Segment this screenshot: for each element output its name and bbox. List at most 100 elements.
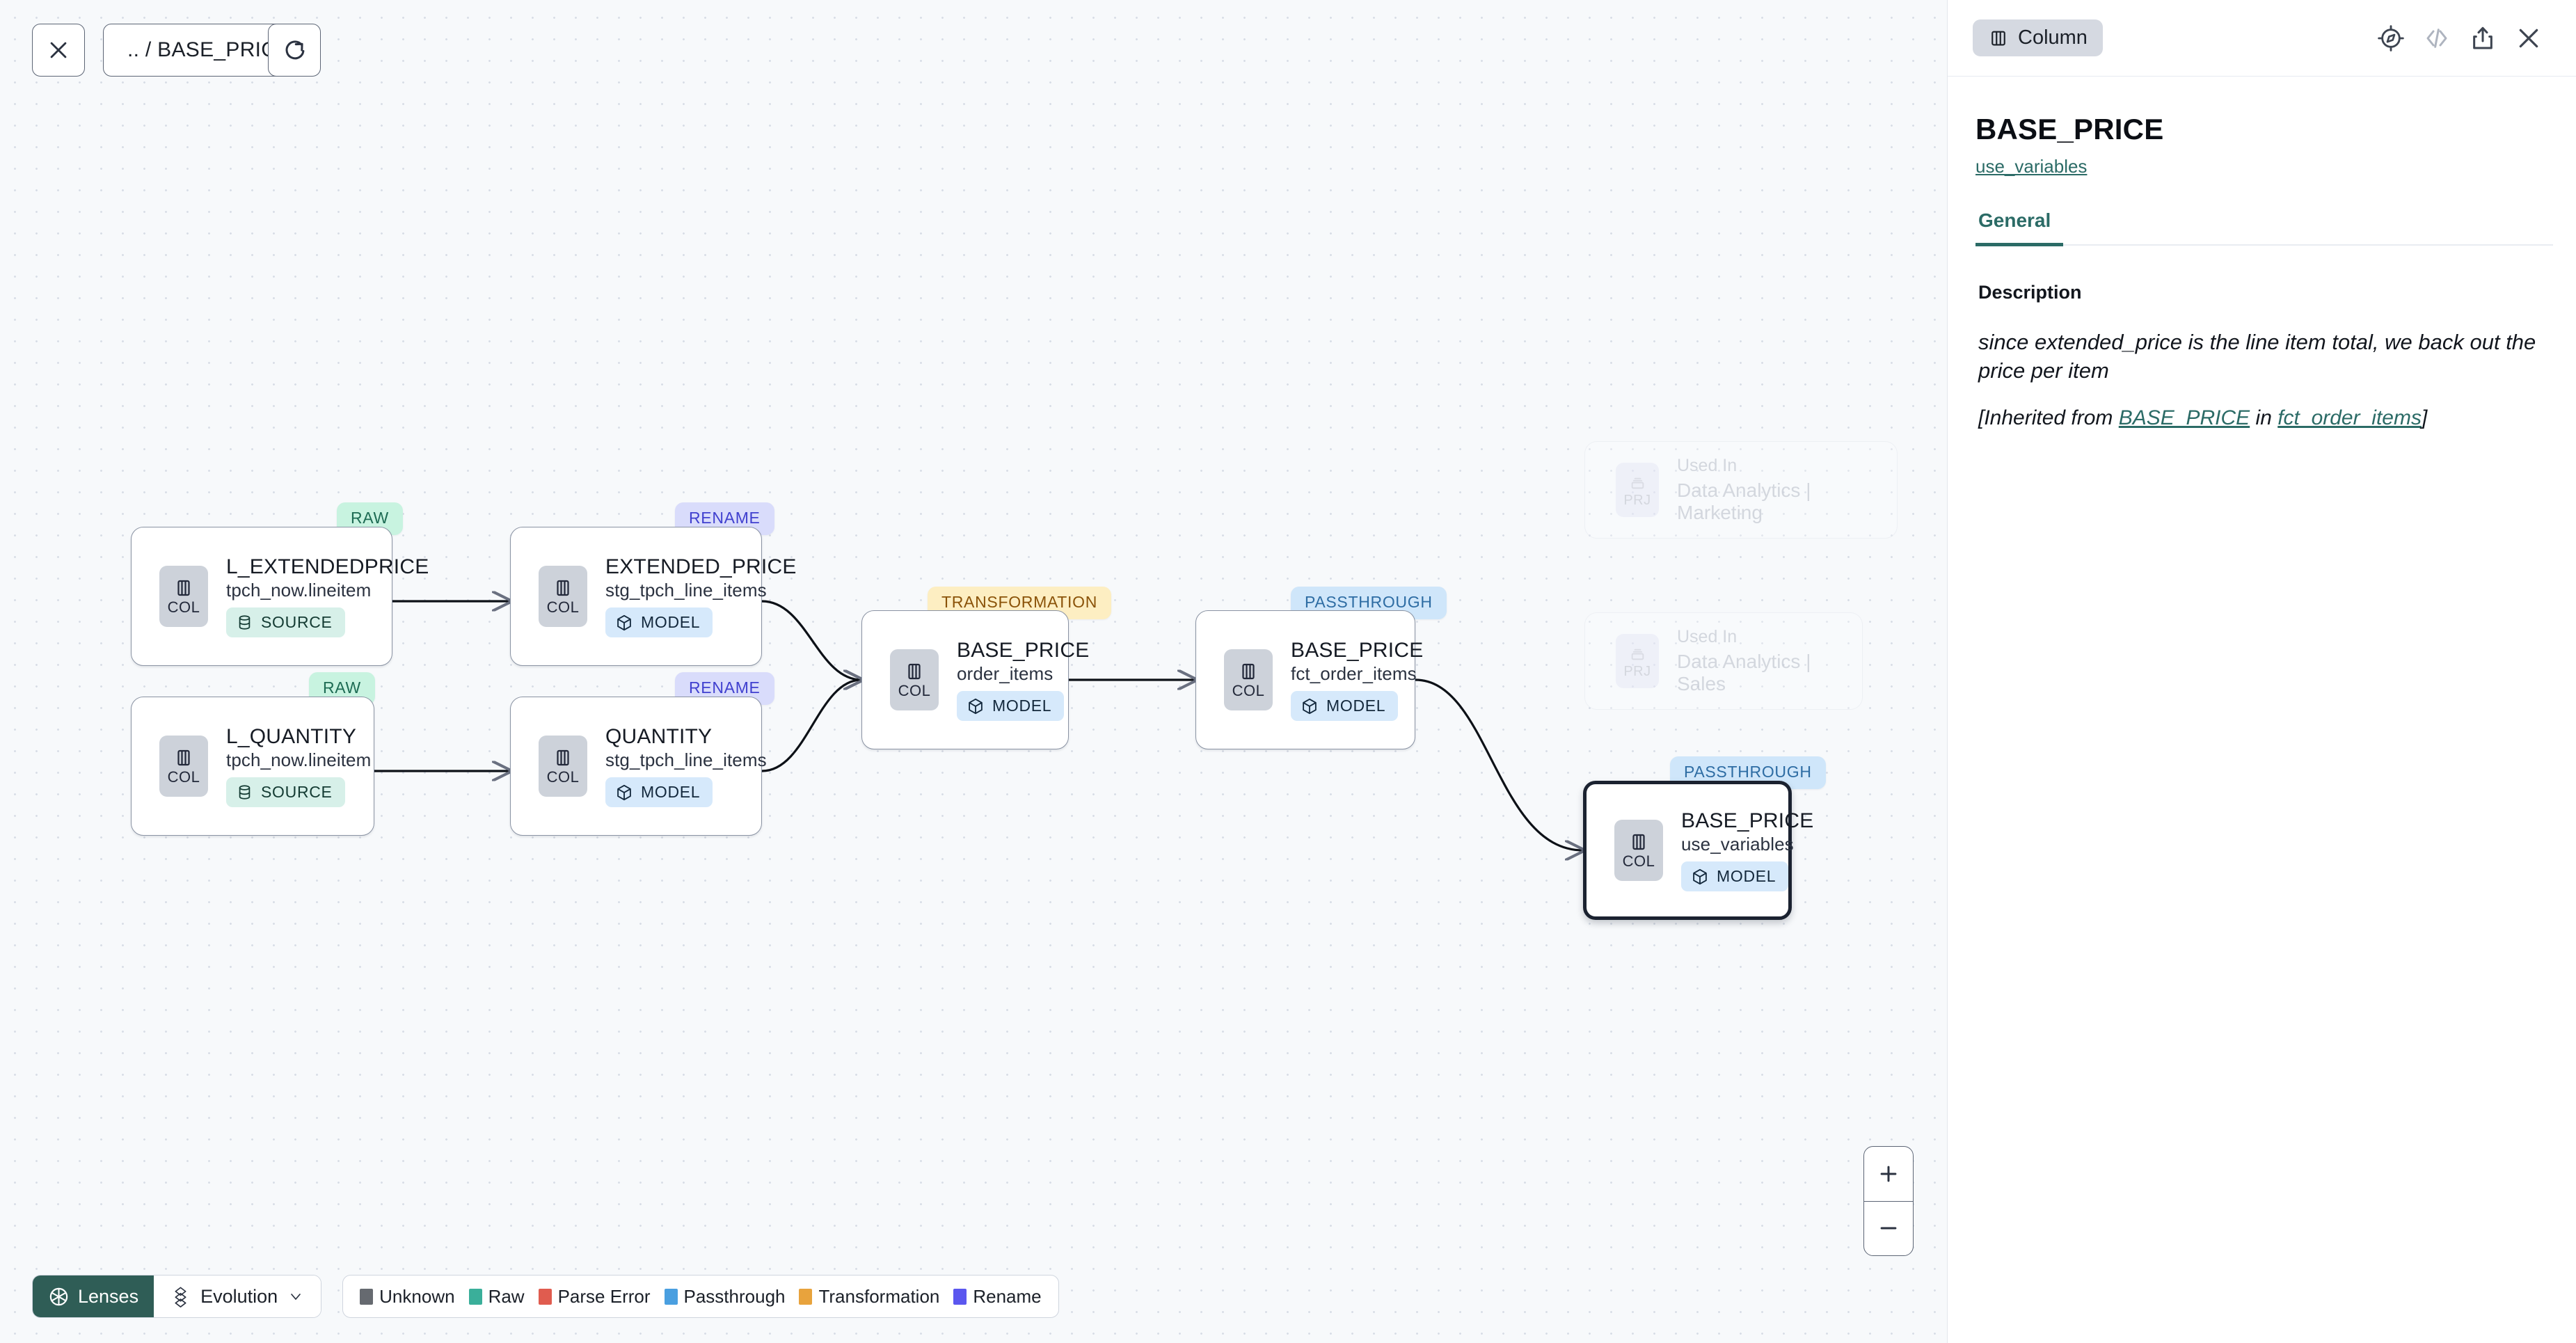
evolution-icon	[175, 1287, 186, 1308]
node-kind-label: COL	[546, 768, 580, 786]
database-icon	[239, 615, 251, 630]
close-panel-icon[interactable]	[2515, 24, 2543, 52]
node-pill-model: MODEL	[605, 777, 713, 808]
legend-item: Raw	[468, 1286, 525, 1308]
explore-icon[interactable]	[2377, 24, 2405, 52]
close-lineage-button[interactable]	[32, 24, 85, 77]
plus-icon	[1880, 1166, 1897, 1182]
node-pill-model: MODEL	[605, 607, 713, 638]
database-icon	[239, 785, 251, 800]
node-kind-label: COL	[546, 598, 580, 616]
inherited-prefix: [Inherited from	[1978, 406, 2119, 429]
node-kind-label: COL	[1622, 852, 1655, 870]
node-subtitle: stg_tpch_line_items	[605, 579, 767, 601]
ghost-kind-label: PRJ	[1623, 663, 1651, 679]
cube-icon	[617, 784, 631, 801]
aperture-icon	[49, 1287, 68, 1305]
legend-item: Parse Error	[538, 1285, 651, 1308]
share-icon[interactable]	[2469, 24, 2497, 52]
evolution-dropdown[interactable]: Evolution	[154, 1276, 321, 1317]
node-subtitle: tpch_now.lineitem	[226, 749, 372, 770]
column-icon	[1632, 834, 1645, 850]
details-panel: Column	[1947, 0, 2576, 1343]
lens-group[interactable]: Lenses Evolution	[32, 1275, 322, 1318]
node-subtitle: order_items	[957, 662, 1054, 684]
node-subtitle: use_variables	[1681, 833, 1794, 855]
legend-item: Rename	[953, 1285, 1042, 1308]
column-icon	[1991, 31, 2005, 45]
node-kind-label: COL	[1232, 682, 1265, 699]
node-pill-label: SOURCE	[261, 783, 333, 802]
node-kind-chip: COL	[159, 566, 208, 627]
lenses-label: Lenses	[78, 1285, 139, 1307]
ghost-used-in-label: Used In	[1677, 456, 1738, 475]
ghost-kind-label: PRJ	[1623, 492, 1651, 508]
node-kind-chip: COL	[890, 649, 939, 710]
cube-icon	[617, 614, 631, 631]
evolution-label: Evolution	[200, 1285, 278, 1307]
cube-icon	[969, 698, 983, 715]
node-pill-label: MODEL	[641, 783, 701, 802]
column-icon	[1242, 663, 1255, 680]
legend-label: Transformation	[818, 1285, 940, 1307]
node-title: L_EXTENDEDPRICE	[226, 555, 429, 578]
zoom-in-button[interactable]	[1864, 1147, 1913, 1202]
column-icon	[177, 580, 190, 596]
node-pill-label: MODEL	[1717, 867, 1776, 886]
lenses-button[interactable]: Lenses	[33, 1276, 154, 1317]
refresh-button[interactable]	[268, 24, 321, 77]
breadcrumb-label: .. / BASE_PRICE	[127, 38, 291, 61]
description-inherited: [Inherited from BASE_PRICE in fct_order_…	[1978, 406, 2545, 430]
description-text: since extended_price is the line item to…	[1978, 330, 2536, 383]
code-icon[interactable]	[2423, 24, 2451, 52]
parent-model-link[interactable]: use_variables	[1975, 156, 2088, 177]
node-title: QUANTITY	[605, 724, 713, 748]
entity-type-chip[interactable]: Column	[1973, 19, 2103, 56]
node-pill-label: MODEL	[992, 697, 1052, 715]
node-kind-chip: COL	[159, 736, 208, 797]
node-pill-label: MODEL	[1326, 697, 1386, 715]
ghost-kind-chip: PRJ	[1616, 634, 1659, 688]
zoom-controls[interactable]	[1863, 1146, 1914, 1256]
ghost-kind-chip: PRJ	[1616, 463, 1659, 517]
node-kind-label: COL	[898, 682, 931, 699]
legend-swatch	[953, 1288, 967, 1305]
node-pill-model: MODEL	[957, 691, 1065, 722]
node-pill-source: SOURCE	[226, 607, 345, 638]
panel-header: Column	[1948, 0, 2576, 77]
node-pill-model: MODEL	[1291, 691, 1399, 722]
node-kind-chip: COL	[1224, 649, 1273, 710]
node-kind-chip: COL	[539, 566, 587, 627]
project-icon	[1631, 649, 1644, 660]
entity-type-label: Column	[2018, 26, 2088, 49]
panel-actions[interactable]	[2377, 24, 2543, 52]
zoom-out-button[interactable]	[1864, 1202, 1913, 1256]
legend-swatch	[360, 1288, 374, 1305]
cube-icon	[1303, 698, 1317, 715]
close-icon	[50, 42, 67, 58]
inherited-column-link[interactable]: BASE_PRICE	[2118, 406, 2250, 429]
node-pill-label: MODEL	[641, 613, 701, 632]
legend-label: Parse Error	[557, 1285, 651, 1307]
inherited-model-link[interactable]: fct_order_items	[2277, 406, 2422, 429]
ghost-used-in-label: Used In	[1677, 627, 1738, 646]
tab-general[interactable]: General	[1975, 209, 2064, 246]
node-title: BASE_PRICE	[957, 638, 1090, 662]
panel-tabs[interactable]: General	[1975, 209, 2553, 246]
description-label: Description	[1978, 282, 2082, 303]
legend-swatch	[664, 1288, 678, 1305]
legend-label: Rename	[973, 1285, 1042, 1307]
cube-icon	[1693, 868, 1707, 885]
column-icon	[557, 580, 569, 596]
